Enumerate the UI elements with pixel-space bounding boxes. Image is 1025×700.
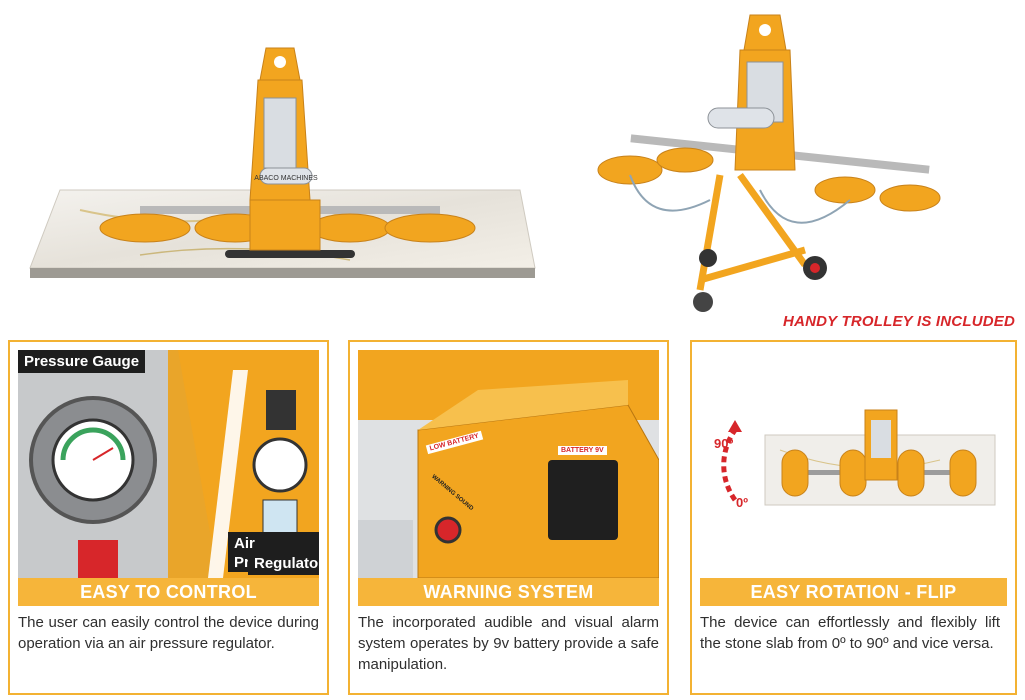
vacuum-lifter-on-slab-image: ABACO MACHINES bbox=[29, 47, 536, 278]
regulator-label: Regulator bbox=[248, 554, 319, 575]
panel-title: EASY TO CONTROL bbox=[18, 578, 319, 606]
battery-9v-label: BATTERY 9V bbox=[558, 446, 607, 455]
feature-panel-control: Pressure Gauge Air Pressure Regulator EA… bbox=[8, 340, 329, 695]
feature-panel-rotation: 90º 0º EASY ROTATION - FLIP The device c… bbox=[690, 340, 1017, 695]
lifter-on-trolley-image bbox=[597, 14, 941, 312]
pressure-gauge-photo: Pressure Gauge Air Pressure Regulator bbox=[18, 350, 319, 578]
trolley-included-note: HANDY TROLLEY IS INCLUDED bbox=[783, 313, 1015, 330]
warning-system-photo: LOW BATTERY BATTERY 9V WARNING SOUND bbox=[358, 350, 659, 578]
brand-label: ABACO MACHINES bbox=[254, 175, 318, 182]
angle-0-label: 0º bbox=[736, 495, 748, 510]
panel-description: The incorporated audible and visual alar… bbox=[358, 614, 659, 673]
panel-title: EASY ROTATION - FLIP bbox=[700, 578, 1007, 606]
panel-title: WARNING SYSTEM bbox=[358, 578, 659, 606]
panel-description: The user can easily control the device d… bbox=[18, 614, 319, 652]
panel-description: The device can effortlessly and flexibly… bbox=[700, 614, 1000, 652]
pressure-gauge-label: Pressure Gauge bbox=[18, 350, 146, 373]
warning-box-illustration bbox=[358, 350, 659, 578]
angle-90-label: 90º bbox=[714, 436, 734, 451]
rotation-photo: 90º 0º bbox=[700, 350, 1007, 578]
feature-panel-warning: LOW BATTERY BATTERY 9V WARNING SOUND WAR… bbox=[348, 340, 669, 695]
rotation-illustration bbox=[721, 409, 996, 506]
